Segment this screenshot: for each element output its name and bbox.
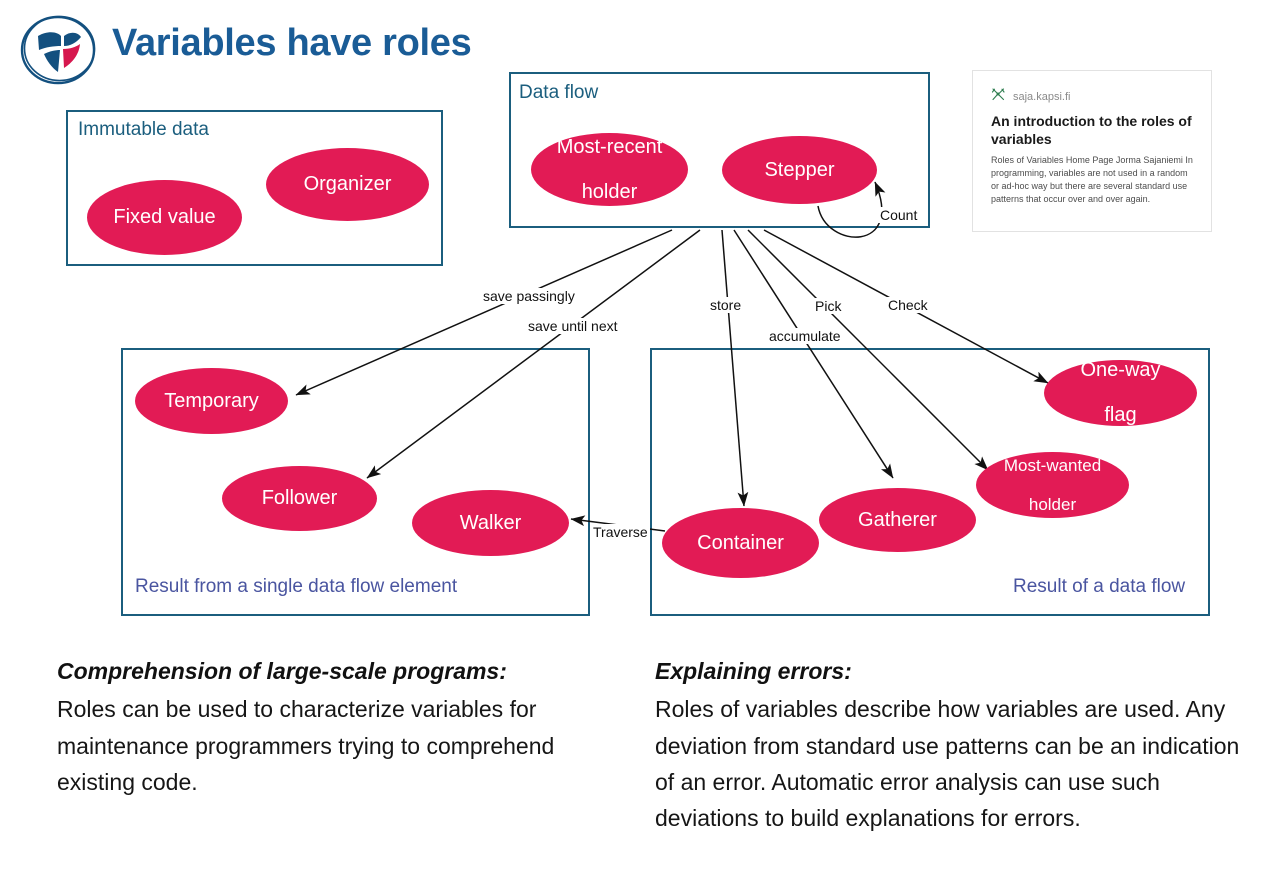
group-box-data-flow: [509, 72, 930, 228]
edge-label-check: Check: [886, 297, 930, 313]
node-fixed-value[interactable]: Fixed value: [87, 180, 242, 255]
column-comprehension-body: Roles can be used to characterize variab…: [57, 696, 555, 795]
node-walker-label: Walker: [459, 511, 522, 534]
node-stepper-label: Stepper: [764, 158, 835, 181]
node-most-recent-holder-line1: Most-recent: [556, 135, 663, 158]
node-most-recent-holder[interactable]: Most-recent holder: [531, 133, 688, 206]
node-fixed-value-label: Fixed value: [113, 206, 216, 229]
node-container-label: Container: [697, 531, 784, 554]
node-most-wanted-holder-line1: Most-wanted: [1003, 456, 1102, 476]
group-title-immutable-data: Immutable data: [78, 119, 209, 140]
group-footer-single-data-flow-element: Result from a single data flow element: [135, 576, 458, 597]
link-preview-domain: saja.kapsi.fi: [1013, 90, 1071, 103]
node-most-wanted-holder-line2: holder: [1028, 494, 1077, 514]
group-title-data-flow: Data flow: [519, 82, 599, 103]
node-most-recent-holder-line2: holder: [581, 180, 638, 203]
node-temporary[interactable]: Temporary: [135, 368, 288, 434]
column-explaining-errors-heading: Explaining errors:: [655, 658, 852, 684]
saja-kapsi-favicon-icon: [991, 87, 1006, 106]
edge-label-traverse: Traverse: [591, 524, 650, 540]
node-stepper[interactable]: Stepper: [722, 136, 877, 204]
edge-label-count: Count: [878, 207, 920, 223]
column-explaining-errors: Explaining errors: Roles of variables de…: [655, 653, 1255, 837]
node-follower[interactable]: Follower: [222, 466, 377, 531]
node-most-wanted-holder[interactable]: Most-wanted holder: [976, 452, 1129, 518]
group-footer-result-of-a-data-flow: Result of a data flow: [1013, 576, 1186, 597]
column-comprehension-heading: Comprehension of large-scale programs:: [57, 658, 507, 684]
edge-label-pick: Pick: [813, 298, 844, 314]
node-one-way-flag-line2: flag: [1104, 404, 1137, 427]
node-one-way-flag-label: One-way flag: [1068, 359, 1172, 426]
link-preview-description: Roles of Variables Home Page Jorma Sajan…: [991, 155, 1193, 205]
page-title: Variables have roles: [112, 22, 472, 64]
node-one-way-flag[interactable]: One-way flag: [1044, 359, 1197, 426]
column-explaining-errors-body: Roles of variables describe how variable…: [655, 696, 1240, 832]
node-gatherer-label: Gatherer: [858, 508, 937, 531]
edge-label-save-passingly: save passingly: [481, 288, 577, 304]
node-most-recent-holder-label: Most-recent holder: [545, 136, 675, 203]
tampere-university-shield-logo-icon: [14, 10, 102, 90]
edge-label-save-until-next: save until next: [526, 318, 620, 334]
group-box-immutable-data: [66, 110, 443, 266]
node-most-wanted-holder-label: Most-wanted holder: [992, 456, 1113, 513]
link-preview-header: saja.kapsi.fi: [991, 87, 1193, 106]
link-preview-title: An introduction to the roles of variable…: [991, 113, 1192, 147]
node-temporary-label: Temporary: [164, 389, 259, 412]
edge-label-store: store: [708, 297, 744, 313]
edge-label-accumulate: accumulate: [767, 328, 843, 344]
column-comprehension: Comprehension of large-scale programs: R…: [57, 653, 617, 800]
node-follower-label: Follower: [261, 487, 338, 510]
link-preview-card[interactable]: saja.kapsi.fi An introduction to the rol…: [972, 70, 1212, 232]
node-walker[interactable]: Walker: [412, 490, 569, 556]
node-organizer[interactable]: Organizer: [266, 148, 429, 221]
node-gatherer[interactable]: Gatherer: [819, 488, 976, 552]
node-organizer-label: Organizer: [303, 173, 392, 196]
node-container[interactable]: Container: [662, 508, 819, 578]
node-one-way-flag-line1: One-way: [1080, 359, 1161, 382]
